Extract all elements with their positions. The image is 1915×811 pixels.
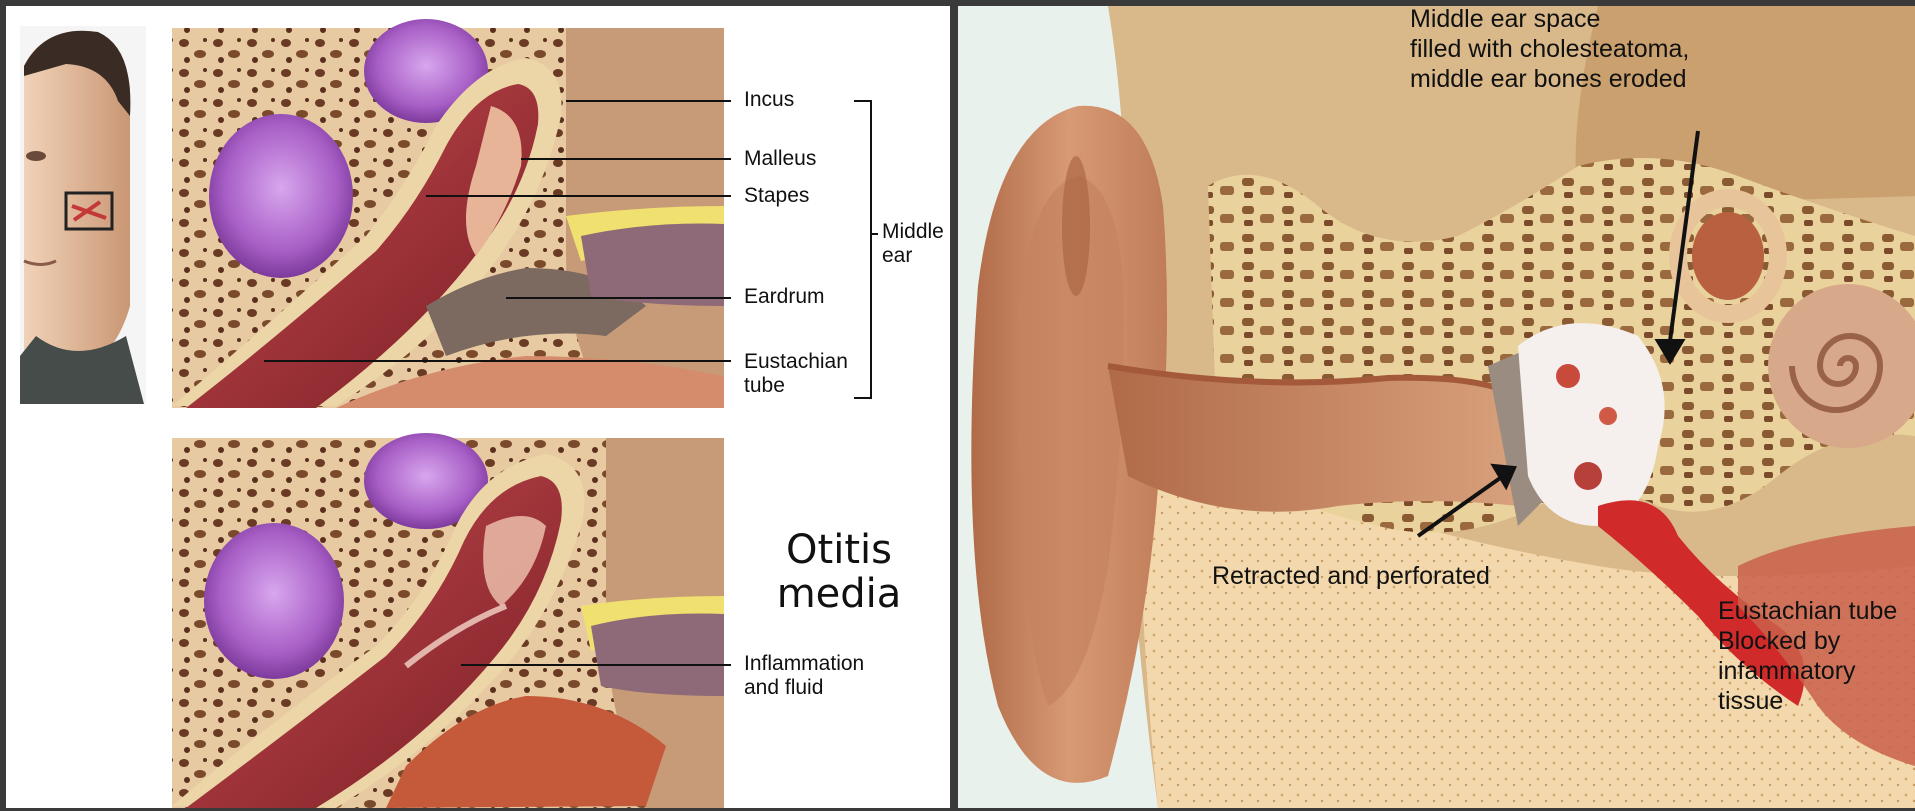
label-eustachian-tube: Eustachian tube xyxy=(744,350,848,398)
label-malleus: Malleus xyxy=(744,147,816,171)
head-thumbnail xyxy=(20,26,146,404)
label-incus: Incus xyxy=(744,88,794,112)
label-cholesteatoma: Middle ear space filled with cholesteato… xyxy=(1410,6,1689,94)
label-inflammation: Inflammation and fluid xyxy=(744,652,864,700)
otitis-media-panel: Incus Malleus Stapes Middle ear Eardrum … xyxy=(6,6,950,808)
label-stapes: Stapes xyxy=(744,184,809,208)
normal-middle-ear-section xyxy=(172,19,724,408)
inflamed-middle-ear-section xyxy=(172,433,724,808)
label-retracted-perforated: Retracted and perforated xyxy=(1212,561,1490,591)
label-eardrum: Eardrum xyxy=(744,285,825,309)
otitis-media-title: Otitis media xyxy=(764,528,914,616)
cholesteatoma-panel: Middle ear space filled with cholesteato… xyxy=(958,6,1915,808)
label-middle-ear: Middle ear xyxy=(882,220,944,268)
label-eustachian-blocked: Eustachian tube Blocked by infammatory t… xyxy=(1718,596,1897,716)
